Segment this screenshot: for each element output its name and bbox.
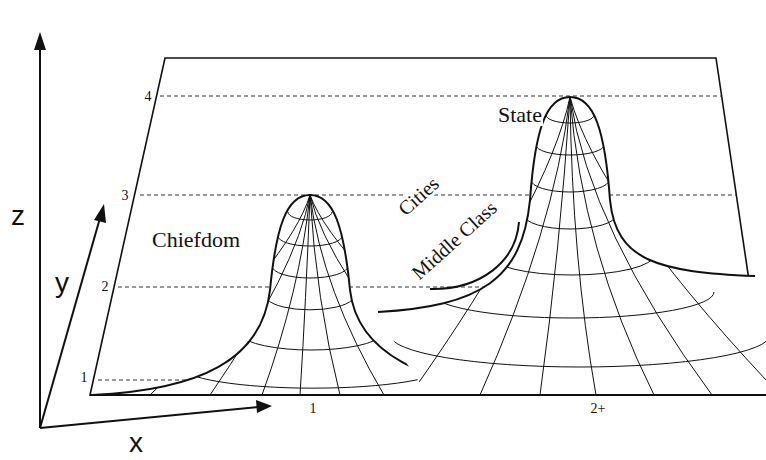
level-number: 4 (144, 90, 153, 104)
state-hill (378, 97, 766, 395)
x-tick-label: 2+ (590, 402, 607, 416)
society-label: Chiefdom (151, 229, 241, 251)
level-number: 1 (80, 371, 89, 385)
society-label: State (497, 104, 543, 126)
axis-label: x (128, 429, 144, 457)
base-line (90, 394, 766, 396)
level-number: 3 (121, 189, 130, 203)
axis-label: y (54, 269, 70, 297)
plane (90, 58, 766, 395)
axis-label: z (10, 202, 26, 230)
level-number: 2 (101, 280, 110, 294)
x-tick-label: 1 (309, 402, 318, 416)
axes (34, 32, 272, 428)
